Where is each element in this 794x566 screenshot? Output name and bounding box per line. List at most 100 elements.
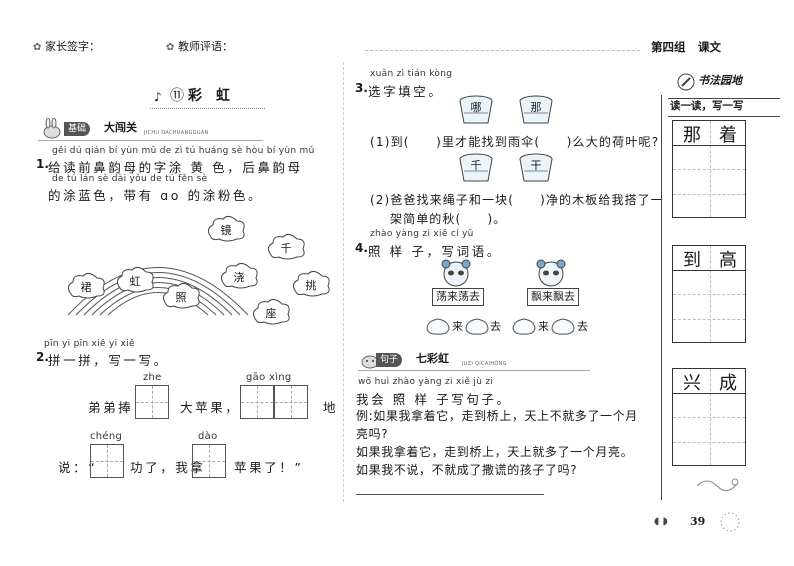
writing-grid[interactable]: 那 着 <box>672 120 746 218</box>
q2-line1-a: 弟弟捧 <box>88 400 134 415</box>
section-title: 课文 <box>698 40 721 54</box>
option-basket[interactable]: 哪 <box>458 95 494 127</box>
lesson-title: 彩 虹 <box>188 88 230 104</box>
lai-char: 来 <box>538 320 549 333</box>
q2-py-gao-xing: gāo xìng <box>246 372 292 383</box>
group-title: 第四组 <box>651 40 686 54</box>
sidebar-left-rule <box>661 95 662 500</box>
q3-line2b: 架简单的秋( )。 <box>390 212 507 226</box>
q3-line1: (1)到( )里才能找到雨伞( )么大的荷叶呢? <box>370 135 660 149</box>
option-basket[interactable]: 那 <box>518 95 554 127</box>
calligraphy-sidebar: 书法园地 读一读，写一写 <box>662 72 782 512</box>
model-char: 高 <box>719 250 737 271</box>
cloud-char: 千 <box>280 242 292 255</box>
peach-answer-slot[interactable] <box>425 317 451 335</box>
header-divider <box>365 50 640 51</box>
model-char: 兴 <box>683 373 701 394</box>
panda-icon <box>441 259 471 287</box>
q1-number: 1. <box>36 157 49 171</box>
sentence-tag-pinyin: JUZI QICAIHONG <box>462 361 507 367</box>
footer-dots-icon: ◖ ◗ <box>654 516 668 527</box>
writing-grid[interactable]: 兴 成 <box>672 368 746 466</box>
sidebar-title-badge: 书法园地 <box>676 72 766 92</box>
panda-icon <box>536 259 566 287</box>
cloud-char: 浇 <box>233 271 245 284</box>
peach-answer-slot[interactable] <box>511 317 537 335</box>
cloud-char: 挑 <box>305 279 317 292</box>
q2-line1-c: 地 <box>323 400 339 415</box>
q2-number: 2. <box>36 350 49 364</box>
q2-py-zhe: zhe <box>143 372 162 383</box>
sidebar-title: 书法园地 <box>698 74 742 87</box>
q2-line2-b: 功了，我拿 <box>130 460 206 475</box>
write-box-xing[interactable] <box>274 385 308 419</box>
q1-text-line2: 的涂蓝色，带有 ɑo 的涂粉色。 <box>48 188 264 203</box>
cloud-word[interactable]: 千 <box>265 233 307 261</box>
example-word-box: 飘来飘去 <box>527 288 579 306</box>
cloud-word[interactable]: 座 <box>250 298 292 326</box>
cloud-word[interactable]: 浇 <box>218 262 260 290</box>
sidebar-subtitle: 读一读，写一写 <box>670 100 744 112</box>
sidebar-rule <box>668 116 780 117</box>
sentence-title: 我会 照 样 子写句子。 <box>356 392 512 407</box>
basics-tag-pinyin: JICHU DACHUANGGUAN <box>144 130 209 136</box>
option-char: 千 <box>470 159 482 172</box>
sentence-question: 如果我不说，不就成了撒谎的孩子了吗? <box>356 463 578 477</box>
ribbon-decoration-icon <box>696 478 739 491</box>
write-box-zhe[interactable] <box>135 385 169 419</box>
clover-icon: ✿ <box>166 42 175 53</box>
example-word-box: 荡来荡去 <box>432 288 484 306</box>
cloud-char: 座 <box>265 307 277 320</box>
sentence-pinyin: wǒ huì zhào yàng zi xiě jù zi <box>358 377 494 387</box>
sidebar-rule <box>668 98 780 99</box>
write-box-dao[interactable] <box>192 444 226 478</box>
q3-pinyin: xuǎn zì tián kòng <box>370 69 453 79</box>
clover-icon: ✿ <box>33 42 42 53</box>
basics-tag: 基础 大闯关 JICHU DACHUANGGUAN <box>38 118 268 140</box>
answer-line[interactable] <box>356 494 544 495</box>
qu-char: 去 <box>577 320 588 333</box>
peach-answer-slot[interactable] <box>550 317 576 335</box>
cloud-word[interactable]: 虹 <box>114 266 156 294</box>
cloud-word[interactable]: 镜 <box>205 215 247 243</box>
option-char: 那 <box>530 101 542 114</box>
cloud-char: 照 <box>175 291 187 304</box>
write-box-cheng[interactable] <box>90 444 124 478</box>
column-divider <box>343 62 344 502</box>
option-basket[interactable]: 干 <box>518 153 554 185</box>
title-underline <box>150 108 265 109</box>
cloud-word[interactable]: 照 <box>160 282 202 310</box>
qu-char: 去 <box>490 320 501 333</box>
model-char: 那 <box>683 125 701 146</box>
cloud-word[interactable]: 挑 <box>290 270 332 298</box>
q2-line2-c: 苹果了！” <box>234 460 304 475</box>
q2-pinyin: pīn yi pīn xiě yi xiě <box>44 339 135 349</box>
header: ✿ 家长签字： ✿ 教师评语： 第四组 课文 <box>0 0 794 60</box>
model-char: 着 <box>719 125 737 146</box>
basics-tag-rule <box>38 140 263 141</box>
write-box-gao[interactable] <box>240 385 274 419</box>
q2-title: 拼一拼，写一写。 <box>48 353 169 368</box>
music-note-icon: ♪ <box>154 90 162 104</box>
q1-pinyin-line2: de tú lán sè dài yǒu de tú fěn sè <box>52 174 208 184</box>
basics-tag-label: 基础 <box>64 122 91 136</box>
q1-pinyin-line1: gěi dú qián bí yùn mǔ de zì tú huáng sè … <box>52 146 315 156</box>
cloud-word[interactable]: 裙 <box>65 272 107 300</box>
option-char: 哪 <box>470 101 482 114</box>
option-basket[interactable]: 千 <box>458 153 494 185</box>
q2-py-dao: dào <box>198 431 218 442</box>
q4-pinyin: zhào yàng zi xiě cí yǔ <box>370 229 474 239</box>
cloud-char: 裙 <box>80 281 92 294</box>
writing-grid[interactable]: 到 高 <box>672 245 746 343</box>
q1-text-line1: 给读前鼻韵母的字涂 黄 色，后鼻韵母 <box>48 160 303 175</box>
sentence-example-c: 如果我拿着它，走到桥上，天上就多了一个月亮。 <box>356 445 634 459</box>
option-char: 干 <box>530 159 542 172</box>
peach-answer-slot[interactable] <box>464 317 490 335</box>
q3-title: 选字填空。 <box>368 84 444 99</box>
q2-py-cheng: chéng <box>90 431 123 442</box>
q3-line2a: (2)爸爸找来绳子和一块( )净的木板给我搭了一 <box>370 193 664 207</box>
sentence-tag-label: 句子 <box>376 353 403 367</box>
cloud-char: 镜 <box>220 224 232 237</box>
q2-line2-a: 说：“ <box>58 460 98 475</box>
basics-tag-title: 大闯关 <box>104 121 137 134</box>
